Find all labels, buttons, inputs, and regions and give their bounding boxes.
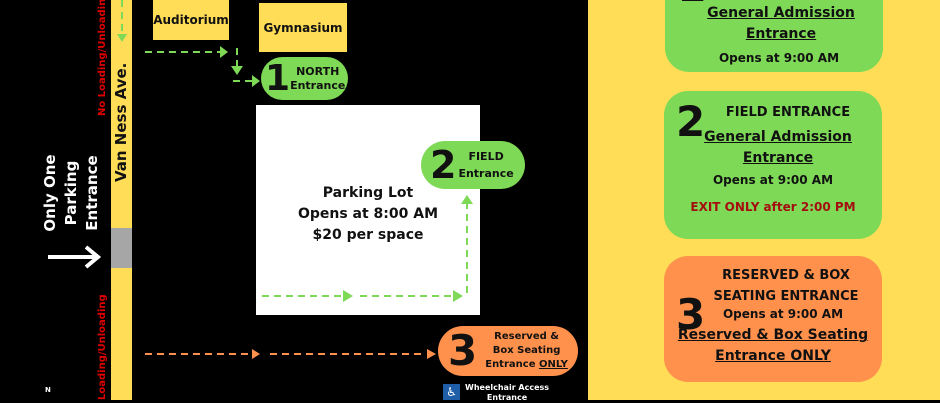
reserved-entrance-marker: 3 Reserved & Box Seating Entrance ONLY (438, 326, 578, 376)
wheelchair-icon: ♿ (443, 384, 460, 400)
lot-hours: Opens at 8:00 AM (297, 206, 439, 222)
legend-title: FIELD ENTRANCE (725, 105, 851, 120)
legend-opens: Opens at 9:00 AM (712, 173, 834, 187)
entrance-number: 1 (265, 57, 291, 99)
legend-card-2: 2 FIELD ENTRANCE General Admission Entra… (664, 91, 882, 239)
wheelchair-label: Wheelchair Access Entrance (465, 383, 549, 403)
legend-card-3: 3 RESERVED & BOX SEATING ENTRANCE Opens … (664, 256, 882, 382)
legend-opens: Opens at 9:00 AM (718, 51, 840, 65)
legend-sub-text: General Admission Entrance (704, 129, 852, 166)
legend-number: 2 (676, 97, 706, 146)
entrance-line1: NORTH (296, 64, 340, 78)
legend-title: RESERVED & BOX SEATING ENTRANCE (713, 268, 859, 304)
entrance-line2: Entrance (290, 78, 346, 92)
field-entrance-marker: 2 FIELD Entrance (421, 141, 525, 189)
entrance-line2: Box Seating (492, 345, 561, 356)
van-ness-street (111, 0, 132, 400)
legend-sub: Reserved & Box Seating Entrance ONLY (664, 325, 882, 367)
gymnasium: Gymnasium (259, 3, 347, 52)
wheelchair-line2: Entrance (486, 393, 528, 402)
lot-name: Parking Lot (322, 185, 414, 201)
legend-number: 3 (676, 290, 706, 339)
legend-sub-text: General Admission Entrance (707, 5, 855, 42)
arrow-right-icon (48, 245, 102, 269)
arrow-head (117, 34, 127, 42)
route-arrows (117, 0, 473, 359)
entrance-number: 2 (430, 143, 457, 187)
legend-card-1: 1 General Admission Entrance Opens at 9:… (665, 0, 883, 72)
legend-opens: Opens at 9:00 AM (722, 307, 844, 321)
entrance-line3: Entrance (485, 359, 536, 370)
parking-lot: Parking Lot Opens at 8:00 AM $20 per spa… (256, 105, 480, 315)
legend-note: EXIT ONLY after 2:00 PM (690, 200, 856, 214)
entrance-line2: Entrance (458, 167, 514, 180)
auditorium: Auditorium (153, 0, 229, 40)
parking-driveway (111, 228, 132, 268)
entrance-number: 3 (448, 326, 478, 375)
north-entrance-marker: 1 NORTH Entrance (261, 57, 348, 100)
compass-north: N (45, 386, 51, 394)
lot-price: $20 per space (312, 227, 424, 243)
legend-number: 1 (677, 0, 706, 8)
entrance-line1: Reserved & (494, 331, 559, 342)
legend-sub-text: Reserved & Box Seating Entrance ONLY (677, 327, 869, 364)
wheelchair-line1: Wheelchair Access (465, 383, 550, 392)
entrance-line1: FIELD (468, 150, 504, 163)
entrance-only: ONLY (538, 359, 568, 370)
legend-sub: General Admission Entrance (665, 3, 883, 45)
legend-sub: General Admission Entrance (664, 120, 882, 169)
